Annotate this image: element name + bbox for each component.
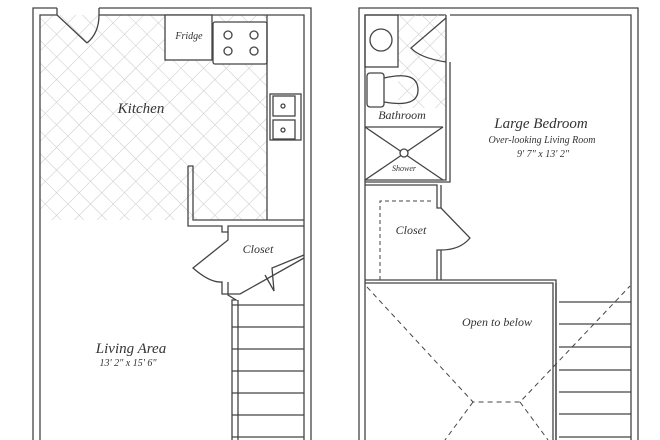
shower (364, 126, 444, 181)
closet-wall (191, 232, 305, 440)
bedroom-size: 9' 7" x 13' 2" (516, 149, 570, 160)
first-floor-plan (32, 7, 312, 440)
large-bedroom-label: Large Bedroom (494, 116, 588, 132)
fridge-label: Fridge (175, 31, 203, 42)
closet-label: Closet (395, 223, 427, 237)
sink-icon (269, 93, 302, 141)
vanity (364, 14, 399, 68)
second-floor-plan (358, 7, 639, 440)
bathroom-wall (365, 15, 451, 183)
open-to-below (365, 282, 557, 440)
living-area-size: 13' 2" x 15' 6" (99, 358, 157, 369)
bathroom-door (410, 17, 447, 63)
bathroom-sink-icon (369, 28, 393, 52)
outer-wall (32, 7, 312, 440)
bathroom-floor-tile (398, 15, 446, 108)
closet-label: Closet (242, 242, 274, 256)
open-to-below-label: Open to below (462, 315, 532, 329)
stove (212, 21, 268, 65)
bedroom-note: Over-looking Living Room (488, 135, 596, 146)
open-to-below-diagonals (366, 285, 631, 440)
living-area-label: Living Area (95, 341, 167, 357)
kitchen-wall (187, 165, 304, 233)
closet-door (264, 254, 305, 292)
stairs (232, 300, 304, 440)
kitchen-label: Kitchen (117, 101, 165, 117)
entry-door (56, 8, 100, 44)
fridge (164, 14, 213, 61)
toilet-icon (366, 72, 419, 108)
stove-burners-icon (223, 30, 259, 56)
closet-wall (365, 184, 557, 440)
closet-shelf (379, 200, 432, 280)
stairs (559, 301, 631, 438)
bathroom-label: Bathroom (378, 108, 426, 122)
shower-label: Shower (392, 164, 416, 173)
